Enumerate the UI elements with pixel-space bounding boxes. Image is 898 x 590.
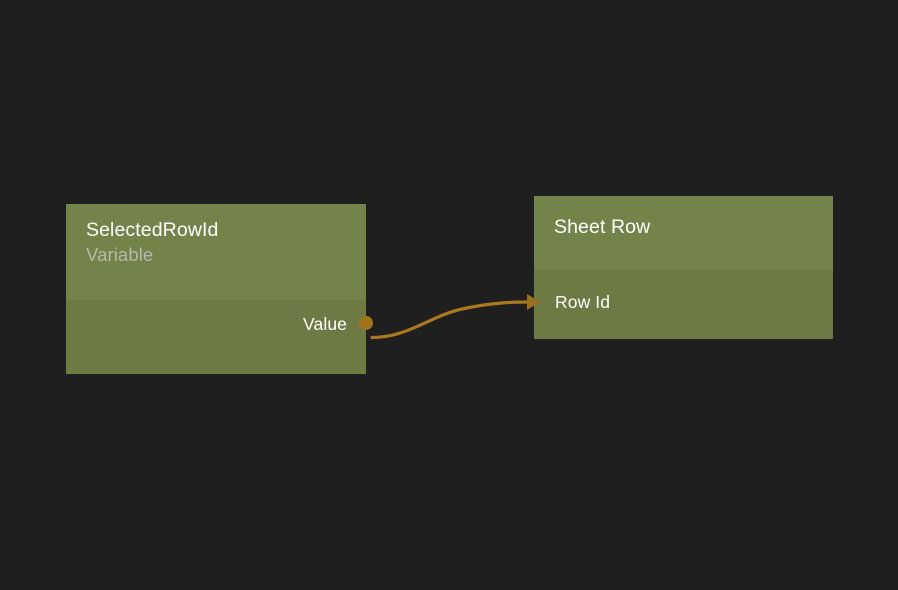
- node-title: Sheet Row: [554, 216, 651, 238]
- node-selected-row-id[interactable]: SelectedRowId Variable Value: [66, 204, 373, 374]
- output-port-row-value[interactable]: Value: [66, 300, 373, 348]
- node-subtitle: Variable: [86, 244, 154, 265]
- node-title: SelectedRowId: [86, 219, 219, 241]
- output-port-label-value: Value: [303, 314, 347, 334]
- node-body: Row Id: [527, 270, 833, 339]
- connection-wire-value-to-row-id[interactable]: [370, 300, 534, 340]
- node-sheet-row[interactable]: Sheet Row Row Id: [527, 196, 833, 339]
- output-port-dot-value[interactable]: [359, 316, 373, 330]
- input-port-row-row-id[interactable]: Row Id: [527, 270, 833, 334]
- input-port-label-row-id: Row Id: [555, 292, 611, 312]
- node-header[interactable]: SelectedRowId Variable: [66, 204, 366, 300]
- node-body: Value: [66, 300, 373, 374]
- node-header[interactable]: Sheet Row: [534, 196, 833, 270]
- input-port-arrow-row-id[interactable]: [527, 294, 540, 310]
